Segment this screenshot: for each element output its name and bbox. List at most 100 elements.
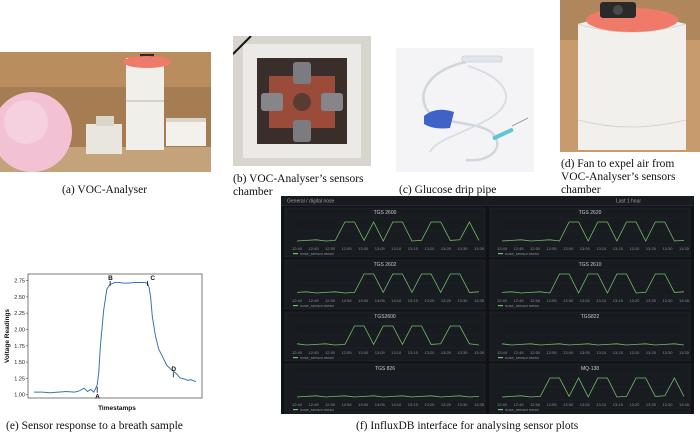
time-tick-label: 13:35 xyxy=(474,298,485,303)
time-tick-label: 12:50 xyxy=(530,350,541,355)
time-tick-label: 13:30 xyxy=(662,402,673,407)
time-tick-label: 13:15 xyxy=(613,298,624,303)
caption-d-line1: (d) Fan to expel air from xyxy=(561,158,675,170)
time-tick-label: 12:55 xyxy=(547,350,558,355)
panel-title: TGS 2602 xyxy=(374,262,397,268)
time-tick-label: 12:55 xyxy=(342,402,353,407)
time-tick-label: 12:55 xyxy=(342,298,353,303)
caption-b-line1: (b) VOC-Analyser’s sensors xyxy=(233,173,364,185)
time-tick-label: 12:45 xyxy=(309,246,320,251)
time-tick-label: 12:55 xyxy=(547,402,558,407)
time-tick-label: 13:20 xyxy=(424,246,435,251)
legend-swatch xyxy=(293,305,298,307)
time-tick-label: 13:25 xyxy=(646,298,657,303)
time-tick-label: 13:35 xyxy=(679,402,690,407)
panel-title: TGS 2620 xyxy=(579,210,602,216)
photo-glucose-drip-pipe xyxy=(396,48,534,172)
legend-label[interactable]: nose_sensor.mean xyxy=(300,303,334,308)
sensor-series-line xyxy=(501,273,685,294)
legend-label[interactable]: nose_sensor.mean xyxy=(505,303,539,308)
y-tick-label: 2.75 xyxy=(14,279,25,285)
legend-label[interactable]: nose_sensor.mean xyxy=(300,355,334,360)
time-tick-label: 13:25 xyxy=(646,246,657,251)
annotation-label: D xyxy=(171,366,176,373)
sensor-series-line xyxy=(501,343,685,346)
time-tick-label: 13:25 xyxy=(646,350,657,355)
dashboard-panel[interactable] xyxy=(489,363,691,414)
dashboard-breadcrumb[interactable]: General / digital nose xyxy=(287,199,334,205)
time-tick-label: 13:25 xyxy=(441,246,452,251)
caption-d-line3: chamber xyxy=(561,184,601,196)
time-tick-label: 12:40 xyxy=(497,350,508,355)
time-tick-label: 13:15 xyxy=(408,246,419,251)
time-tick-label: 13:00 xyxy=(563,402,574,407)
dashboard-panel[interactable] xyxy=(489,207,691,258)
time-tick-label: 12:45 xyxy=(309,350,320,355)
legend-swatch xyxy=(498,357,503,359)
time-tick-label: 13:00 xyxy=(563,246,574,251)
time-tick-label: 13:20 xyxy=(424,298,435,303)
dashboard-panel[interactable] xyxy=(284,207,486,258)
sensor-series-line xyxy=(501,377,685,398)
time-tick-label: 13:15 xyxy=(408,298,419,303)
sensor-series-line xyxy=(296,273,480,294)
time-tick-label: 12:50 xyxy=(530,402,541,407)
time-tick-label: 12:50 xyxy=(530,246,541,251)
time-tick-label: 13:15 xyxy=(613,350,624,355)
time-tick-label: 13:30 xyxy=(662,298,673,303)
legend-label[interactable]: nose_sensor.mean xyxy=(300,407,334,412)
dashboard-panel[interactable] xyxy=(284,259,486,310)
photo-sensors-chamber xyxy=(233,36,371,166)
legend-swatch xyxy=(498,305,503,307)
photo-fan xyxy=(560,0,700,152)
time-tick-label: 13:05 xyxy=(375,298,386,303)
time-tick-label: 12:50 xyxy=(325,298,336,303)
annotation-label: C xyxy=(150,275,155,282)
time-tick-label: 13:25 xyxy=(646,402,657,407)
dashboard-panel[interactable] xyxy=(489,311,691,362)
time-tick-label: 13:00 xyxy=(358,402,369,407)
caption-f: (f) InfluxDB interface for analysing sen… xyxy=(356,420,579,432)
annotation-label: A xyxy=(95,394,100,401)
time-tick-label: 13:10 xyxy=(596,298,607,303)
panel-title: MQ-138 xyxy=(581,366,599,372)
x-axis-label: Timestamps xyxy=(98,405,136,412)
legend-label[interactable]: nose_sensor.mean xyxy=(505,355,539,360)
time-tick-label: 12:50 xyxy=(530,298,541,303)
dashboard-panel[interactable] xyxy=(284,311,486,362)
y-axis-label: Voltage Readings xyxy=(4,309,11,363)
time-tick-label: 13:05 xyxy=(375,402,386,407)
annotation-label: B xyxy=(108,275,113,282)
time-range-picker[interactable]: Last 1 hour xyxy=(616,199,641,205)
time-tick-label: 12:40 xyxy=(292,402,303,407)
time-tick-label: 13:05 xyxy=(580,246,591,251)
time-tick-label: 13:25 xyxy=(441,298,452,303)
time-tick-label: 13:35 xyxy=(679,298,690,303)
time-tick-label: 13:10 xyxy=(391,246,402,251)
time-tick-label: 13:00 xyxy=(563,350,574,355)
time-tick-label: 12:45 xyxy=(309,402,320,407)
time-tick-label: 13:15 xyxy=(408,350,419,355)
time-tick-label: 13:15 xyxy=(613,246,624,251)
legend-swatch xyxy=(293,409,298,411)
caption-d-line2: VOC-Analyser’s sensors xyxy=(561,171,676,183)
legend-label[interactable]: nose_sensor.mean xyxy=(505,407,539,412)
time-tick-label: 13:20 xyxy=(629,350,640,355)
time-tick-label: 13:35 xyxy=(474,350,485,355)
legend-label[interactable]: nose_sensor.mean xyxy=(505,251,539,256)
time-tick-label: 13:05 xyxy=(580,350,591,355)
time-tick-label: 13:20 xyxy=(424,402,435,407)
influxdb-dashboard: General / digital nose Last 1 hour TGS 2… xyxy=(281,196,694,414)
time-tick-label: 12:45 xyxy=(514,298,525,303)
dashboard-panel[interactable] xyxy=(489,259,691,310)
panel-title: TGS822 xyxy=(581,314,600,320)
legend-label[interactable]: nose_sensor.mean xyxy=(300,251,334,256)
time-tick-label: 13:35 xyxy=(474,246,485,251)
time-tick-label: 13:30 xyxy=(457,350,468,355)
plot-area xyxy=(27,273,203,399)
legend-swatch xyxy=(293,357,298,359)
time-tick-label: 13:35 xyxy=(679,246,690,251)
time-tick-label: 13:20 xyxy=(629,246,640,251)
dashboard-panel[interactable] xyxy=(284,363,486,414)
time-tick-label: 12:45 xyxy=(514,402,525,407)
